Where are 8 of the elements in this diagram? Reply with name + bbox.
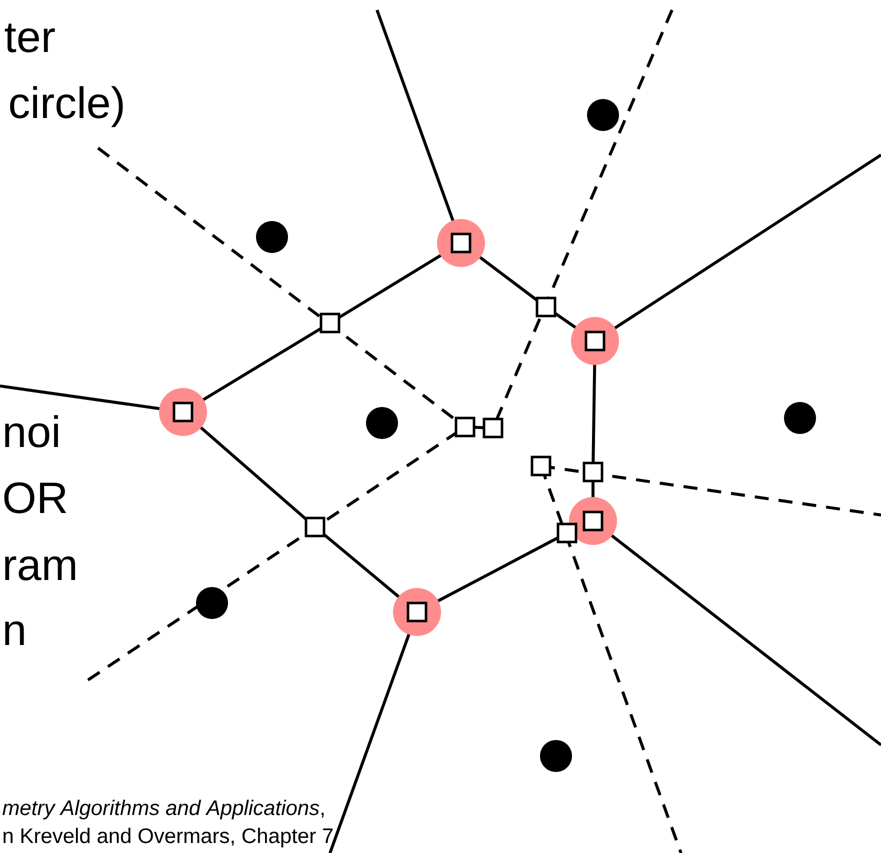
side-text: n bbox=[5, 621, 24, 645]
heading-text: ter bbox=[4, 24, 55, 52]
side-text: ram bbox=[5, 556, 76, 580]
citation-text: metry Algorithms and Applications, bbox=[2, 800, 324, 820]
heading-text: circle) bbox=[10, 86, 123, 128]
side-text: OR bbox=[4, 482, 66, 514]
side-text: noi bbox=[5, 415, 58, 448]
citation-text: n Kreveld and Overmars, Chapter 7 bbox=[4, 828, 333, 848]
